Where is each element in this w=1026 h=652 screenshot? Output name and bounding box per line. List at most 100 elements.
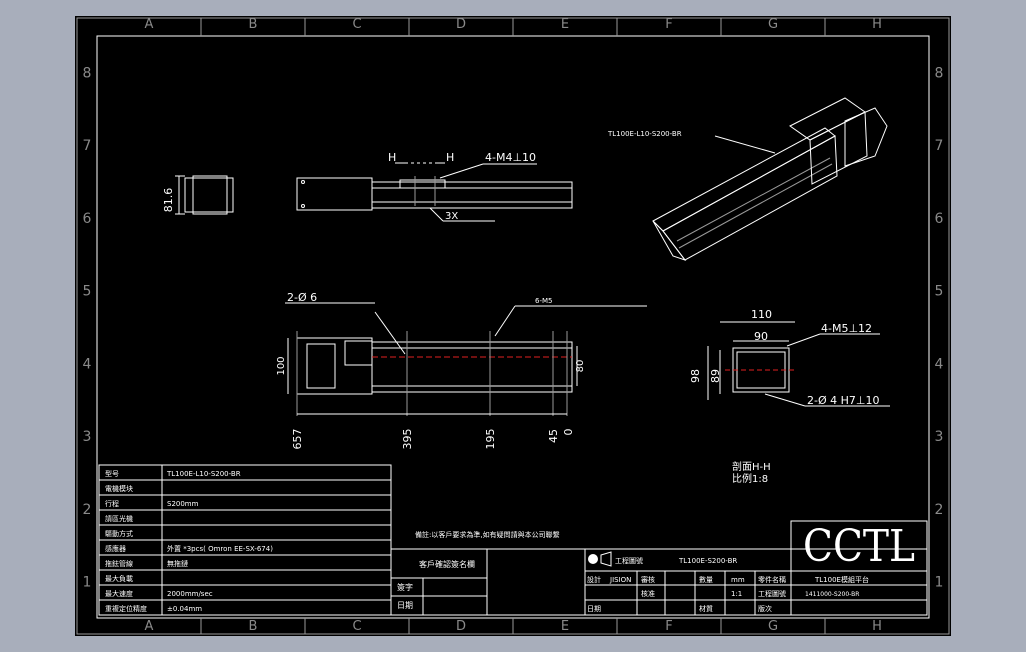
grid-row-label: 4 bbox=[83, 356, 92, 372]
grid-column-label: D bbox=[456, 17, 466, 32]
approver-label: 核准 bbox=[641, 589, 655, 598]
spec-label: 型号 bbox=[105, 469, 119, 478]
spec-value: ±0.04mm bbox=[167, 605, 202, 613]
projection-label: 工程圖號 bbox=[615, 556, 643, 565]
section-dim-inner: 90 bbox=[754, 330, 768, 343]
section-mark-left: H bbox=[388, 151, 396, 164]
grid-column-label: F bbox=[665, 17, 672, 32]
drawing-no: 1411000-S200-BR bbox=[805, 591, 859, 598]
grid-column-label: C bbox=[352, 17, 361, 32]
plan-bottom-dim: 195 bbox=[484, 429, 497, 450]
plan-view: 2-Ø 6 6-M5 100 80 657 395 195 45 0 bbox=[276, 291, 647, 450]
spec-label: 感應器 bbox=[105, 544, 126, 553]
customer-box-title: 客戶確認簽名欄 bbox=[419, 559, 475, 569]
grid-row-label: 5 bbox=[935, 284, 944, 300]
grid-column-label: F bbox=[665, 619, 672, 634]
grid-row-label: 7 bbox=[83, 138, 92, 154]
checker-label: 審核 bbox=[641, 575, 655, 584]
spec-value: S200mm bbox=[167, 500, 199, 508]
iso-label: TL100E-L10-S200-BR bbox=[607, 130, 682, 138]
grid-column-label: C bbox=[352, 619, 361, 634]
plan-bottom-dim: 0 bbox=[562, 429, 575, 436]
spec-label: 最大負載 bbox=[105, 574, 133, 583]
spec-label: 重複定位精度 bbox=[105, 604, 147, 613]
top-callout: 4-M4⊥10 bbox=[485, 151, 536, 164]
sign-label: 簽字 bbox=[397, 582, 413, 592]
spec-label: 拖鉣管線 bbox=[105, 559, 133, 568]
side-dim-text: 81.6 bbox=[162, 188, 175, 213]
slot-note: 3X bbox=[445, 211, 458, 222]
grid-column-label: B bbox=[249, 17, 258, 32]
iso-view: TL100E-L10-S200-BR bbox=[607, 97, 888, 261]
plan-dim-100: 100 bbox=[276, 356, 287, 375]
section-callout-top: 4-M5⊥12 bbox=[821, 322, 872, 335]
plan-bottom-dim: 45 bbox=[547, 429, 560, 443]
grid-row-label: 3 bbox=[83, 429, 92, 445]
section-view: 110 90 98 89 4-M5⊥12 2-Ø 4 H7⊥10 剖面H-H 比… bbox=[689, 308, 890, 485]
note-text: 備註:以客戶要求為準,如有疑問請與本公司聯繫 bbox=[415, 530, 560, 539]
grid-row-label: 4 bbox=[935, 356, 944, 372]
grid-row-label: 7 bbox=[935, 138, 944, 154]
name-label: 零件名稱 bbox=[758, 575, 786, 584]
section-dim-left2: 89 bbox=[709, 369, 722, 383]
spec-value: TL100E-L10-S200-BR bbox=[166, 470, 241, 478]
spec-value: 無拖鏈 bbox=[167, 559, 188, 568]
grid-row-label: 5 bbox=[83, 284, 92, 300]
plan-slot-note: 6-M5 bbox=[535, 297, 552, 305]
part-name: TL100E模組平台 bbox=[814, 575, 869, 584]
designer: JISION bbox=[609, 576, 631, 584]
projection-symbol-icon bbox=[588, 554, 598, 564]
grid-row-label: 2 bbox=[935, 502, 944, 518]
logo-text: CCTL bbox=[803, 521, 915, 572]
grid-column-label: G bbox=[768, 619, 778, 634]
plan-dim-80: 80 bbox=[575, 360, 586, 373]
grid-column-label: E bbox=[561, 619, 569, 634]
customer-box: 客戶確認簽名欄 簽字 日期 bbox=[390, 548, 488, 616]
grid-column-label: B bbox=[249, 619, 258, 634]
spec-value: 外置 *3pcs( Omron EE-SX-674) bbox=[167, 544, 273, 553]
grid-row-label: 1 bbox=[83, 575, 92, 591]
date-label: 日期 bbox=[397, 601, 413, 610]
designer-label: 設計 bbox=[587, 575, 601, 584]
projection-cone-icon bbox=[600, 551, 612, 567]
qty-label: 數量 bbox=[699, 575, 713, 584]
title-block: CCTL 工程圖號 TL100E-S200-BR 設計 JISION 審核 核准… bbox=[486, 520, 928, 616]
grid-row-label: 6 bbox=[83, 211, 92, 227]
grid-column-label: E bbox=[561, 17, 569, 32]
drawing-sheet: A A B B C C D D E E F F G G H H 8 8 7 7 6 6 5 5 4 4 3 3 2 2 1 1 81.6 H… bbox=[75, 16, 951, 636]
grid-column-label: H bbox=[872, 17, 882, 32]
scale: 1:1 bbox=[731, 590, 742, 598]
plan-hole-note: 2-Ø 6 bbox=[287, 291, 317, 304]
cad-drawing: A A B B C C D D E E F F G G H H 8 8 7 7 6 6 5 5 4 4 3 3 2 2 1 1 81.6 H… bbox=[76, 17, 950, 635]
drawing-no-label: 工程圖號 bbox=[758, 589, 786, 598]
plan-bottom-dim: 657 bbox=[291, 429, 304, 450]
spec-label: 行程 bbox=[105, 499, 119, 508]
grid-column-label: D bbox=[456, 619, 466, 634]
grid-row-label: 2 bbox=[83, 502, 92, 518]
grid-column-label: A bbox=[145, 619, 154, 634]
section-scale: 比例1:8 bbox=[732, 472, 768, 485]
spec-value: 2000mm/sec bbox=[167, 590, 213, 598]
grid-column-label: G bbox=[768, 17, 778, 32]
section-title: 剖面H-H bbox=[732, 460, 771, 473]
spec-label: 最大速度 bbox=[105, 589, 133, 598]
spec-label: 驅動方式 bbox=[105, 529, 133, 538]
spec-label: 請區光機 bbox=[105, 514, 133, 523]
drawing-model: TL100E-S200-BR bbox=[678, 557, 737, 565]
section-dim-left: 98 bbox=[689, 369, 702, 383]
material-label: 材質 bbox=[699, 604, 713, 613]
grid-row-label: 8 bbox=[83, 65, 92, 81]
spec-label: 電機模块 bbox=[105, 484, 133, 493]
grid-row-label: 6 bbox=[935, 211, 944, 227]
revision-label: 版次 bbox=[758, 604, 772, 613]
grid-column-label: H bbox=[872, 619, 882, 634]
unit: mm bbox=[731, 576, 745, 584]
grid-row-label: 3 bbox=[935, 429, 944, 445]
grid-column-label: A bbox=[145, 17, 154, 32]
section-dim-top: 110 bbox=[751, 308, 772, 321]
section-callout-bottom: 2-Ø 4 H7⊥10 bbox=[807, 394, 879, 407]
grid-row-label: 8 bbox=[935, 65, 944, 81]
end-view: 81.6 bbox=[162, 175, 234, 215]
grid-row-label: 1 bbox=[935, 575, 944, 591]
